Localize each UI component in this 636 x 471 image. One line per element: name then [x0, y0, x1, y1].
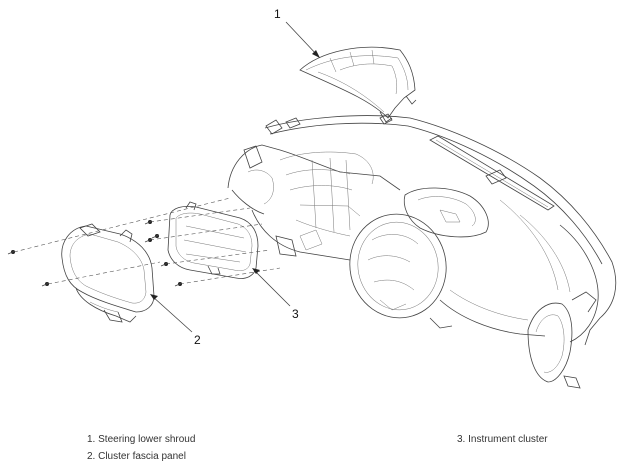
callout-1: 1: [274, 7, 281, 21]
screw: [41, 282, 50, 287]
crash-pad-assembly: [227, 113, 617, 389]
steering-lower-shroud: [299, 46, 417, 123]
instrument-cluster: [167, 201, 259, 279]
legend-item-cluster-fascia-panel: 2. Cluster fascia panel: [87, 451, 186, 462]
screw: [144, 220, 153, 225]
screw: [144, 238, 153, 243]
screw: [7, 250, 16, 255]
screw: [174, 282, 183, 287]
legend-item-instrument-cluster: 3. Instrument cluster: [457, 434, 548, 445]
callout-3: 3: [292, 307, 299, 321]
callout-leaders: [150, 21, 320, 333]
cluster-fascia-panel: [61, 223, 155, 323]
legend-item-steering-lower-shroud: 1. Steering lower shroud: [87, 434, 196, 445]
callout-2: 2: [194, 333, 201, 347]
screw: [160, 262, 169, 267]
exploded-view-diagram: 1 2 3: [7, 7, 617, 389]
screws: [7, 220, 183, 287]
assembly-lines: [13, 197, 281, 285]
screw: [151, 234, 160, 239]
